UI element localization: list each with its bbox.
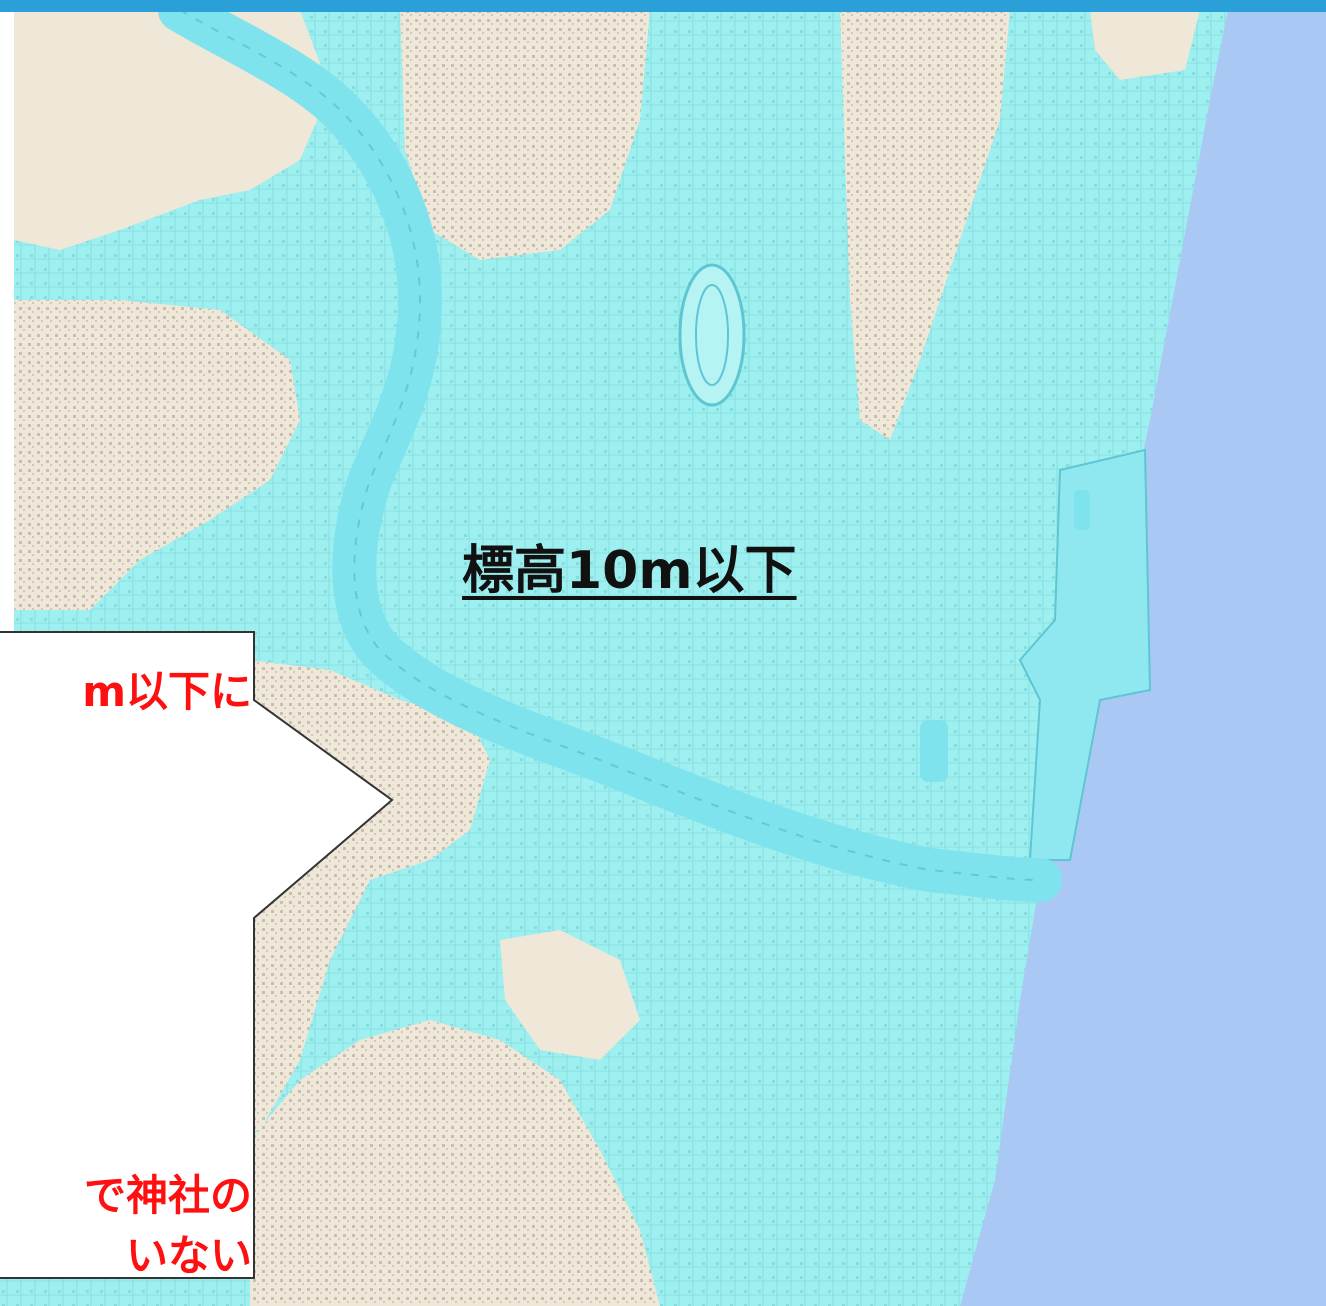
left-margin [0,0,14,640]
elevation-label: 標高10m以下 [462,541,797,601]
harbor [1018,448,1152,861]
pond [1074,490,1090,530]
top-header-strip [0,0,1326,12]
callout-text-line-1: m以下に [82,667,252,716]
callout-text-line-2: で神社の [83,1171,252,1220]
pond [920,720,948,782]
highland-south-center [500,930,640,1060]
stadium [678,263,746,407]
callout-text-line-3: いない [125,1231,252,1280]
highland-east-tip [1090,10,1200,80]
